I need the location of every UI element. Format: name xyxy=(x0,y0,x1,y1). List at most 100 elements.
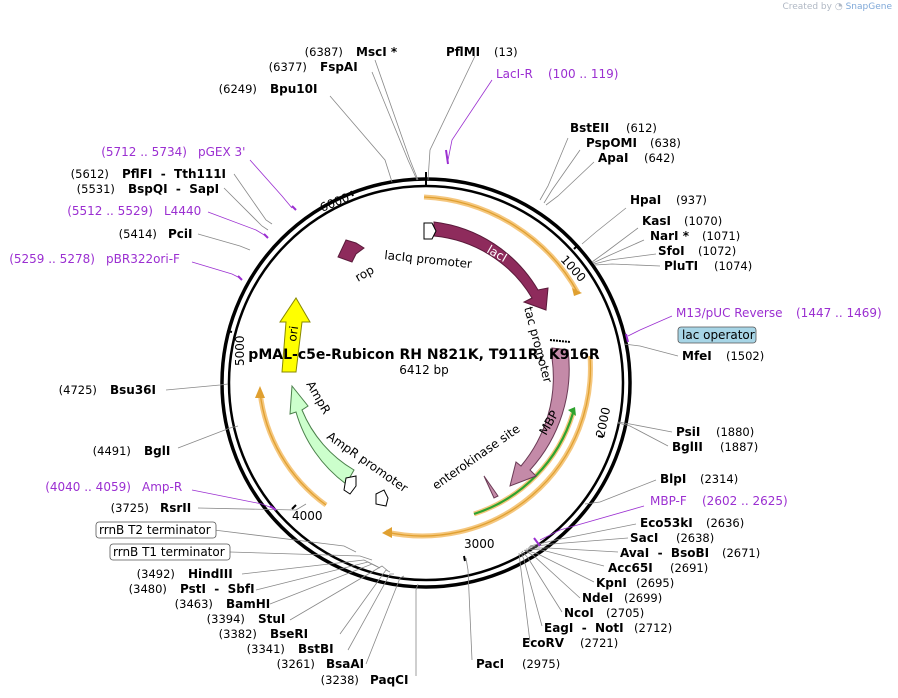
ampr-feature-arrow xyxy=(289,384,355,485)
site-pspOMI-pos: (638) xyxy=(650,136,681,150)
site-stuI-pos: (3394) xyxy=(207,612,245,626)
lac-operator-box xyxy=(677,326,757,344)
site-psiI-name: PsiI xyxy=(676,425,700,439)
site-pspOMI-name: PspOMI xyxy=(586,136,637,150)
site-rsrII-pos: (3725) xyxy=(111,501,149,515)
site-pflFI-pos: (5612) xyxy=(71,167,109,181)
site-mscI-name: MscI * xyxy=(356,45,398,59)
tick-label-3000: 3000 xyxy=(464,537,495,551)
rrnB-T2-label: rrnB T2 terminator xyxy=(99,523,211,537)
primer-l4440: (5512 .. 5529) L4440 xyxy=(67,200,201,219)
primer-amp-r-name: Amp-R xyxy=(142,480,182,494)
tick-3000-mark xyxy=(463,555,466,562)
site-sacI-name: SacI xyxy=(630,531,658,545)
site-eagI: EagI - NotI (2712) xyxy=(544,617,672,636)
pacI-leader xyxy=(465,557,473,661)
site-ncoI: NcoI (2705) xyxy=(564,602,644,621)
m13-leader xyxy=(627,315,673,337)
tick-6000-mark xyxy=(350,190,354,197)
site-bstEII-name: BstEII xyxy=(570,121,609,135)
tac-operator-bar xyxy=(549,339,571,343)
pflFI-leader xyxy=(233,173,273,225)
site-sacI-pos: (2638) xyxy=(676,531,714,545)
primer-mbp-f-name: MBP-F xyxy=(650,494,687,508)
mbp-orf-arrowhead xyxy=(382,527,392,538)
site-bseRI: (3382) BseRI xyxy=(219,623,308,642)
site-bstEII: BstEII (612) xyxy=(570,117,657,136)
site-pluTI: PluTI (1074) xyxy=(664,255,752,274)
site-eagI-pos: (2712) xyxy=(634,621,672,635)
leader-lines xyxy=(165,55,679,676)
pbr322-tick xyxy=(237,275,243,281)
site-bspQI: (5531) BspQI - SapI xyxy=(77,178,219,197)
ecoRV-leader xyxy=(518,552,531,643)
site-rsrII-name: RsrII xyxy=(160,501,191,515)
paqCI-leader xyxy=(415,583,419,676)
enterokinase-site-label: enterokinase site xyxy=(430,422,523,493)
site-eco53kI-pos: (2636) xyxy=(706,516,744,530)
site-bglI: (4491) BglI xyxy=(93,440,171,459)
rsrII-leader xyxy=(197,503,307,511)
site-psiI-pos: (1880) xyxy=(716,425,754,439)
enterokinase-site-mark xyxy=(483,475,499,499)
site-bstBI-pos: (3341) xyxy=(247,642,285,656)
tick-label-6000: 6000 xyxy=(318,190,352,214)
credit-prefix: Created by xyxy=(782,2,832,12)
ncoI-leader xyxy=(521,550,563,613)
site-pflFI: (5612) PflFI - Tth111I xyxy=(71,163,226,182)
primer-l4440-range: (5512 .. 5529) xyxy=(67,204,153,218)
site-bglII-name: BglII xyxy=(672,440,703,454)
bpu10I-leader xyxy=(329,95,393,183)
site-bamHI: (3463) BamHI xyxy=(175,593,271,612)
site-hpaI: HpaI (937) xyxy=(630,189,707,208)
psiI-leader xyxy=(617,421,673,433)
site-bstEII-pos: (612) xyxy=(626,121,657,135)
bstBI-leader xyxy=(347,573,394,651)
green-orf-arrowhead xyxy=(568,407,576,416)
pgex-leader xyxy=(249,159,293,209)
site-sfoI-pos: (1072) xyxy=(698,244,736,258)
site-narI-name: NarI * xyxy=(650,229,690,243)
site-kasI-pos: (1070) xyxy=(684,214,722,228)
pluTI-leader xyxy=(594,263,661,267)
ampr-promoter-arrow xyxy=(343,475,357,495)
site-kpnI: KpnI (2695) xyxy=(596,572,674,591)
site-pstI-name: PstI - SbfI xyxy=(180,582,255,596)
ndeI-leader xyxy=(523,549,581,599)
blpI-leader xyxy=(584,479,657,505)
site-mscI-pos: (6387) xyxy=(305,45,343,59)
amp-r-tick xyxy=(269,505,277,511)
laci-r-leader xyxy=(447,79,493,161)
site-kpnI-name: KpnI xyxy=(596,576,627,590)
rop-label: rop xyxy=(353,263,377,285)
sacI-leader xyxy=(528,537,629,548)
site-pflMI-pos: (13) xyxy=(494,45,518,59)
plasmid-size: 6412 bp xyxy=(399,363,449,377)
site-bsaAI-pos: (3261) xyxy=(277,657,315,671)
site-bglII: BglII (1887) xyxy=(672,436,758,455)
hpaI-leader xyxy=(581,207,627,245)
site-bsu36I-name: Bsu36I xyxy=(110,383,156,397)
bseRI-leader xyxy=(339,569,391,635)
site-pflFI-name: PflFI - Tth111I xyxy=(122,167,226,181)
lacIq-promoter-label: lacIq promoter xyxy=(384,248,473,271)
narI-leader xyxy=(592,239,645,264)
tac-promoter-label: tac promoter xyxy=(521,305,555,384)
primer-mbp-f: MBP-F (2602 .. 2625) xyxy=(650,490,788,509)
lacIq-promoter-arrow xyxy=(423,222,437,240)
primer-laci-r-range: (100 .. 119) xyxy=(548,67,618,81)
site-pciI-name: PciI xyxy=(168,227,193,241)
lacI-orf-arc xyxy=(423,194,581,295)
bspQI-leader xyxy=(223,187,269,231)
site-acc65I-name: Acc65I xyxy=(608,561,653,575)
site-bspQI-name: BspQI - SapI xyxy=(128,182,219,196)
primer-pgex-name: pGEX 3' xyxy=(198,145,245,159)
sfoI-leader xyxy=(593,253,657,265)
primer-pbr322-name: pBR322ori-F xyxy=(106,252,180,266)
site-ndeI-pos: (2699) xyxy=(624,591,662,605)
site-avaI-pos: (2671) xyxy=(722,546,760,560)
rrnB-T1-leader xyxy=(229,551,373,561)
site-hindIII-pos: (3492) xyxy=(137,567,175,581)
bglII-leader xyxy=(617,422,669,447)
tick-label-5000: 5000 xyxy=(233,335,247,366)
